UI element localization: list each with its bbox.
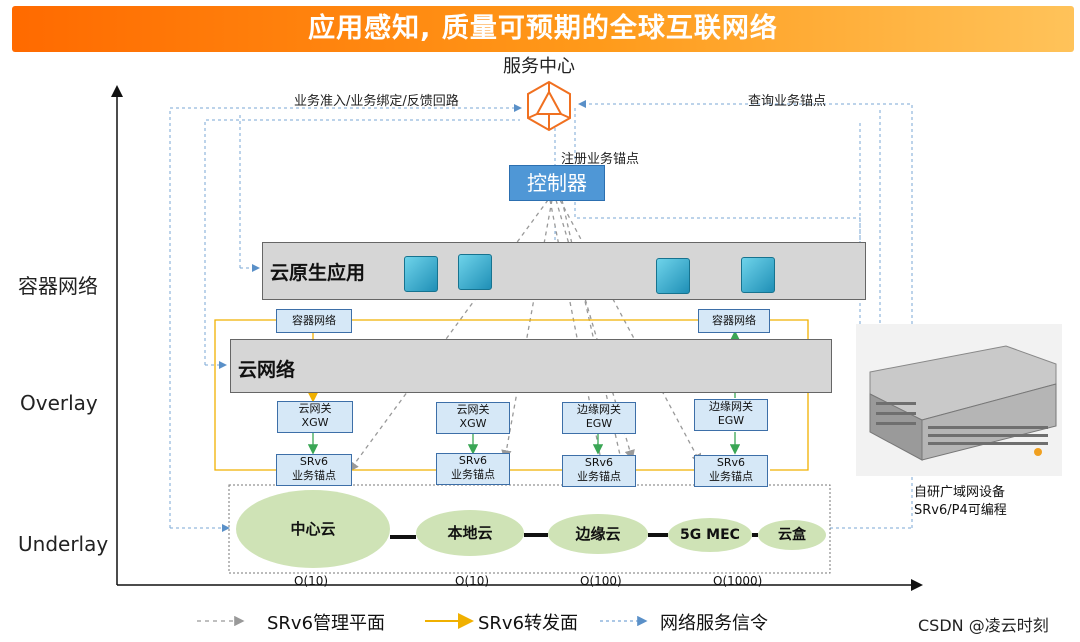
gateway-line2: XGW <box>301 416 329 429</box>
cloud-link <box>648 533 668 537</box>
cloud-network-title: 云网络 <box>238 359 296 381</box>
cloud-link <box>524 533 548 537</box>
legend-forward-label: SRv6转发面 <box>478 613 579 634</box>
scale-label: O(100) <box>580 574 622 588</box>
cloud-network-band <box>230 339 832 393</box>
cloud-link <box>390 535 416 539</box>
device-caption-line2: SRv6/P4可编程 <box>914 503 1007 518</box>
anchor-line2: 业务锚点 <box>577 470 621 483</box>
container-network-node: 容器网络 <box>276 309 352 333</box>
gateway-line1: 云网关 <box>456 403 490 416</box>
anchor-node: SRv6 业务锚点 <box>562 455 636 487</box>
gateway-line2: EGW <box>585 417 613 430</box>
title-bar: 应用感知, 质量可预期的全球互联网络 <box>12 6 1074 52</box>
anchor-line1: SRv6 <box>716 456 746 469</box>
service-center-label: 服务中心 <box>503 56 575 77</box>
container-cube-icon <box>404 256 438 292</box>
gateway-node: 边缘网关 EGW <box>694 399 768 431</box>
query-annotation: 查询业务锚点 <box>748 94 827 109</box>
cloud-ellipse: 5G MEC <box>668 518 752 552</box>
gateway-line1: 云网关 <box>298 402 332 415</box>
admission-annotation: 业务准入/业务绑定/反馈回路 <box>294 94 459 109</box>
gateway-line2: XGW <box>459 417 487 430</box>
container-network-node: 容器网络 <box>698 309 770 333</box>
container-cube-icon <box>458 254 492 290</box>
scale-label: O(10) <box>294 574 329 588</box>
anchor-node: SRv6 业务锚点 <box>694 455 768 487</box>
scale-label: O(1000) <box>713 574 763 588</box>
scale-label: O(10) <box>455 574 490 588</box>
device-caption: 自研广域网设备 SRv6/P4可编程 <box>914 484 1007 520</box>
controller-box: 控制器 <box>509 165 605 201</box>
axis-label-overlay: Overlay <box>20 391 98 415</box>
cloud-ellipse: 本地云 <box>416 510 524 556</box>
gateway-node: 边缘网关 EGW <box>562 402 636 434</box>
anchor-node: SRv6 业务锚点 <box>276 454 352 486</box>
cloud-ellipse: 中心云 <box>236 490 390 568</box>
register-annotation: 注册业务锚点 <box>561 152 640 167</box>
legend-mgmt-label: SRv6管理平面 <box>267 613 386 634</box>
cloud-native-title: 云原生应用 <box>270 262 366 284</box>
device-caption-line1: 自研广域网设备 <box>914 485 1006 500</box>
anchor-node: SRv6 业务锚点 <box>436 453 510 485</box>
cloud-ellipse: 边缘云 <box>548 514 648 554</box>
gateway-line1: 边缘网关 <box>709 400 753 413</box>
service-center-icon <box>527 80 571 132</box>
cloud-link <box>752 533 758 537</box>
container-cube-icon <box>656 258 690 294</box>
gateway-node: 云网关 XGW <box>436 402 510 434</box>
underlay-box <box>228 484 831 574</box>
anchor-line1: SRv6 <box>584 456 614 469</box>
container-cube-icon <box>741 257 775 293</box>
anchor-line1: SRv6 <box>299 455 329 468</box>
axis-label-underlay: Underlay <box>18 532 109 556</box>
cloud-ellipse: 云盒 <box>758 520 826 550</box>
anchor-line2: 业务锚点 <box>451 468 495 481</box>
axis-label-container: 容器网络 <box>18 274 98 298</box>
anchor-line2: 业务锚点 <box>292 469 336 482</box>
watermark: CSDN @凌云时刻 <box>918 616 1049 635</box>
page-title: 应用感知, 质量可预期的全球互联网络 <box>308 13 778 44</box>
anchor-line1: SRv6 <box>458 454 488 467</box>
gateway-line1: 边缘网关 <box>577 403 621 416</box>
mgmt-lines <box>348 199 702 473</box>
gateway-node: 云网关 XGW <box>277 401 353 433</box>
gateway-line2: EGW <box>717 414 745 427</box>
router-device-image <box>856 324 1062 476</box>
legend-signal-label: 网络服务信令 <box>660 613 768 634</box>
router-illustration <box>869 345 1057 461</box>
anchor-line2: 业务锚点 <box>709 470 753 483</box>
